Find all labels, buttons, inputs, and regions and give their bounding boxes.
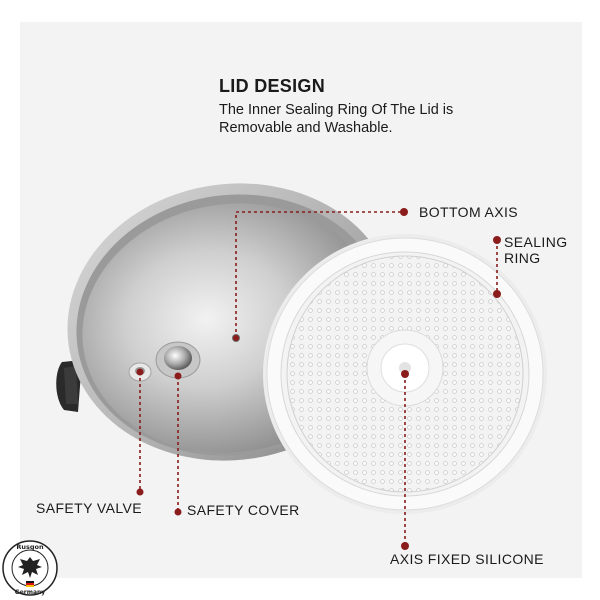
label-sealing-ring: SEALING RING	[504, 234, 568, 266]
lid-handle	[56, 360, 82, 412]
label-sealing-ring-line2: RING	[504, 250, 541, 266]
label-sealing-ring-line1: SEALING	[504, 234, 568, 250]
label-axis-fixed-silicone: AXIS FIXED SILICONE	[390, 551, 544, 567]
brand-seal-logo: Rusgon Germany	[2, 540, 58, 596]
badge-bottom-text: Germany	[15, 589, 46, 596]
leader-dots	[136, 208, 501, 550]
label-safety-valve: SAFETY VALVE	[36, 500, 142, 516]
label-safety-cover: SAFETY COVER	[187, 502, 300, 518]
leader-lines	[139, 211, 498, 546]
label-bottom-axis: BOTTOM AXIS	[419, 204, 519, 220]
page-subtitle: The Inner Sealing Ring Of The Lid is Rem…	[219, 102, 454, 136]
safety-cover	[155, 341, 201, 379]
page-title: LID DESIGN	[219, 76, 326, 96]
badge-top-text: Rusgon	[16, 543, 44, 551]
